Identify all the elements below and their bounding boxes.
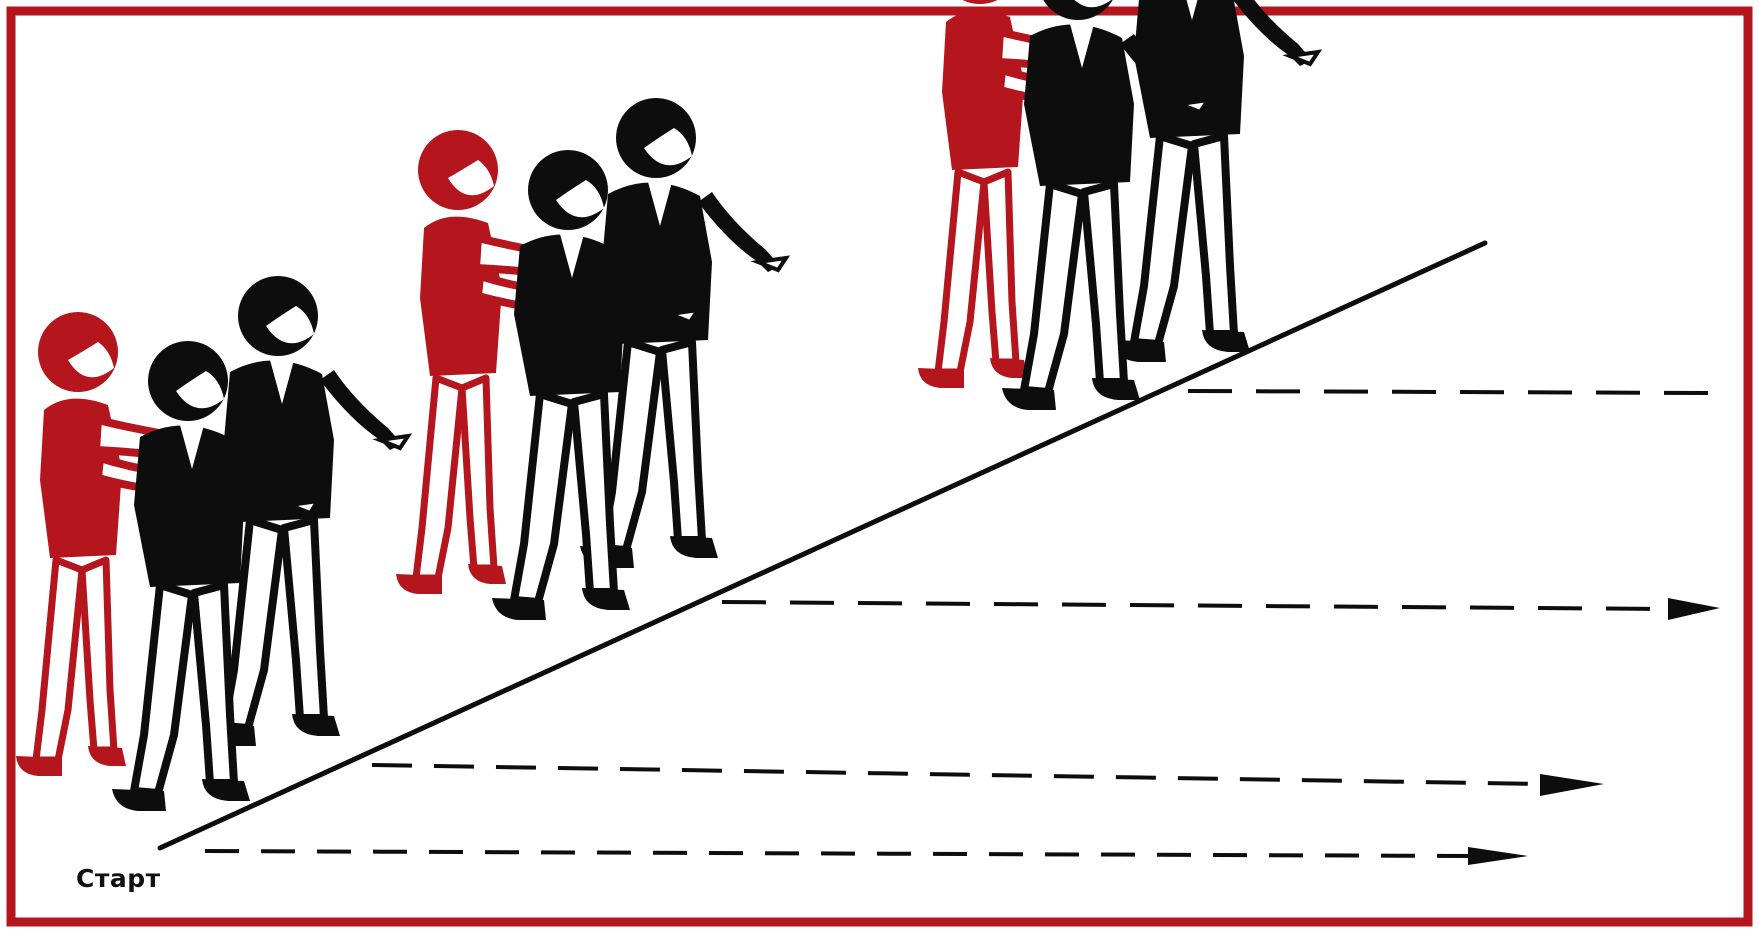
lane-1-arrow: [1468, 847, 1528, 865]
lane-3-path: [722, 598, 1720, 620]
lane-2-path: [372, 765, 1604, 796]
lane-3-arrow: [1668, 598, 1720, 620]
start-label: Старт: [76, 864, 161, 893]
group-2: [396, 98, 786, 620]
start-line: [160, 243, 1485, 848]
lane-1-path: [205, 847, 1528, 865]
group-1: [16, 276, 408, 811]
lane-2-arrow: [1540, 774, 1604, 796]
lane-4-path: [1188, 391, 1712, 393]
